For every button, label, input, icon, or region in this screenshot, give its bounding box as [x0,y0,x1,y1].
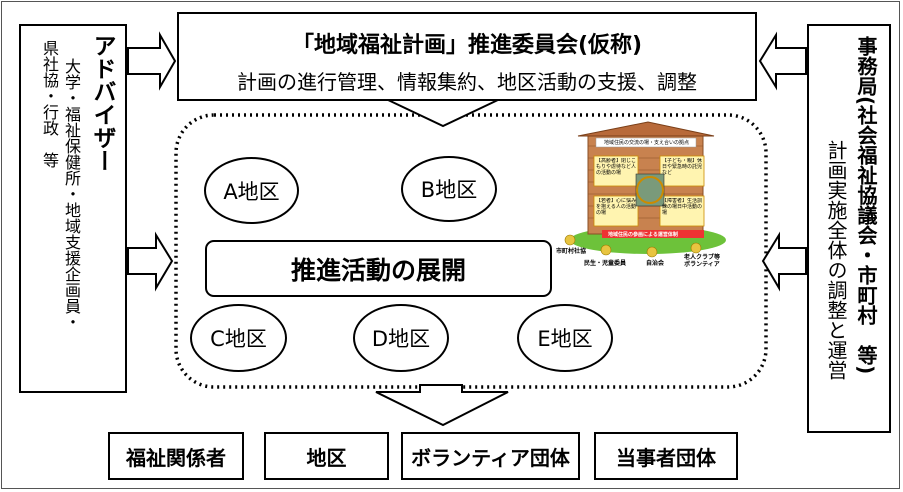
arrow-advisor-to-committee [127,31,177,91]
illustration-banner: 地域住民の参画による運営体制 [608,232,678,238]
committee-title: 「地域福祉計画」推進委員会(仮称) [291,33,643,58]
committee-subtitle: 計画の進行管理、情報集約、地区活動の支援、調整 [237,70,697,94]
district-a: A地区 [204,157,299,224]
advisor-line2: 県社協・行政 等 [40,40,59,168]
district-b: B地区 [401,156,497,222]
illustration-person-volunteer: 老人クラブ等ボランティア [683,254,720,268]
illustration-roof-caption: 地域住民の交流の場・支え合いの拠点 [604,140,690,146]
district-d: D地区 [353,304,449,372]
district-e: E地区 [517,304,613,372]
district-c: C地区 [190,304,287,372]
promotion-box: 推進活動の展開 [205,240,552,297]
group-district: 地区 [264,432,389,480]
advisor-box: アドバイザー 大学・福祉保健所・地域支援企画員・ 県社協・行政 等 [19,24,127,393]
community-hub-illustration: 地域住民の交流の場・支え合いの拠点 【高齢者】閉じこもりや虐待など人の活動の場 … [556,118,756,288]
arrow-secretariat-to-region [761,231,807,292]
arrow-region-down [375,384,509,427]
arrow-secretariat-to-committee [758,31,807,91]
illustration-person-shakyo: 市町村社協 [556,248,587,255]
group-volunteer: ボランティア団体 [401,432,580,480]
advisor-line1: 大学・福祉保健所・地域支援企画員・ [62,58,81,330]
illustration-person-jichikai: 自治会 [646,260,665,267]
illustration-person-minsei: 民生・児童委員 [584,260,627,267]
advisor-title: アドバイザー [89,34,115,172]
secretariat-subtitle: 計画実施全体の調整と運営 [824,140,848,380]
house-drawing [564,121,726,258]
group-welfare-related: 福祉関係者 [108,432,244,480]
secretariat-box: 事務局(社会福祉協議会・市町村 等) 計画実施全体の調整と運営 [807,24,891,433]
committee-box: 「地域福祉計画」推進委員会(仮称) 計画の進行管理、情報集約、地区活動の支援、調… [177,12,757,101]
illustration-cell-disabled: 【障害者】生活訓練の場日中活動の場 [662,198,702,216]
group-parties-concerned: 当事者団体 [594,432,738,480]
secretariat-title: 事務局(社会福祉協議会・市町村 等) [854,36,878,375]
illustration-cell-children: 【子ども・親】休日や緊急時の託児など [662,158,702,176]
district-region [174,113,768,389]
illustration-cell-elderly: 【高齢者】閉じこもりや虐待など人の活動の場 [596,158,636,176]
arrow-advisor-to-region [127,231,174,292]
illustration-cell-youth: 【若者】心に悩みを抱える人の活動の場 [596,198,636,216]
